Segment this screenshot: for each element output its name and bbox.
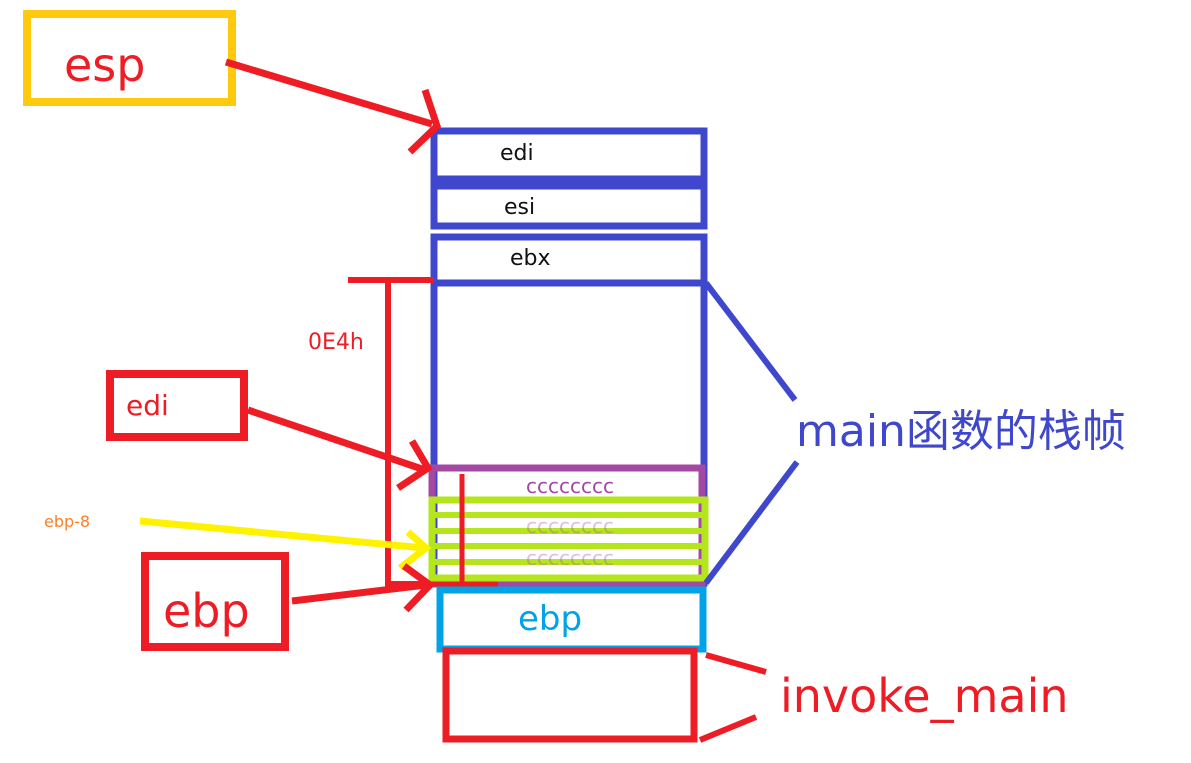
ebp-arrow [291,581,427,605]
main-frame-label: main函数的栈帧 [796,406,1126,457]
ebp-pointer-label: ebp [163,584,250,638]
fill-block-lime [428,496,709,582]
ebp-arrow-head [401,563,436,613]
edi-arrow-head [396,439,433,491]
invoke-main-frame [442,647,698,743]
edi-arrow [246,406,427,474]
stack-cell-edi [430,127,708,183]
esp-arrow [224,58,434,128]
stack-cell-esi [430,182,708,230]
edi-pointer-label: edi [126,389,169,422]
invoke-main-brace-bottom [698,714,758,743]
esp-label: esp [64,38,146,92]
invoke-main-label: invoke_main [780,669,1069,723]
stack-cell-edi-label: edi [500,141,534,166]
main-frame-brace-bottom [703,460,800,585]
invoke-main-brace-top [705,652,767,675]
saved-ebp-label: ebp [518,599,583,639]
ebp-minus-8-label: ebp-8 [44,512,91,531]
main-frame-brace-top [703,281,798,402]
ebp-pointer-box [141,552,289,651]
ebp-minus-8-arrow [139,517,425,552]
offset-label: 0E4h [308,330,364,355]
local-area [430,279,708,587]
ebp-minus-8-arrow-head [397,529,432,571]
esp-arrow-head [407,88,442,155]
stack-cell-esi-label: esi [504,195,536,220]
fill-text-top: cccccccc [526,474,614,498]
stack-cell-ebx-label: ebx [510,246,551,271]
stack-cell-ebx [430,233,708,287]
edi-pointer-box [106,370,248,441]
esp-box [23,10,236,106]
fill-text-mid: cccccccc [526,514,614,538]
fill-text-bottom: cccccccc [526,546,614,570]
